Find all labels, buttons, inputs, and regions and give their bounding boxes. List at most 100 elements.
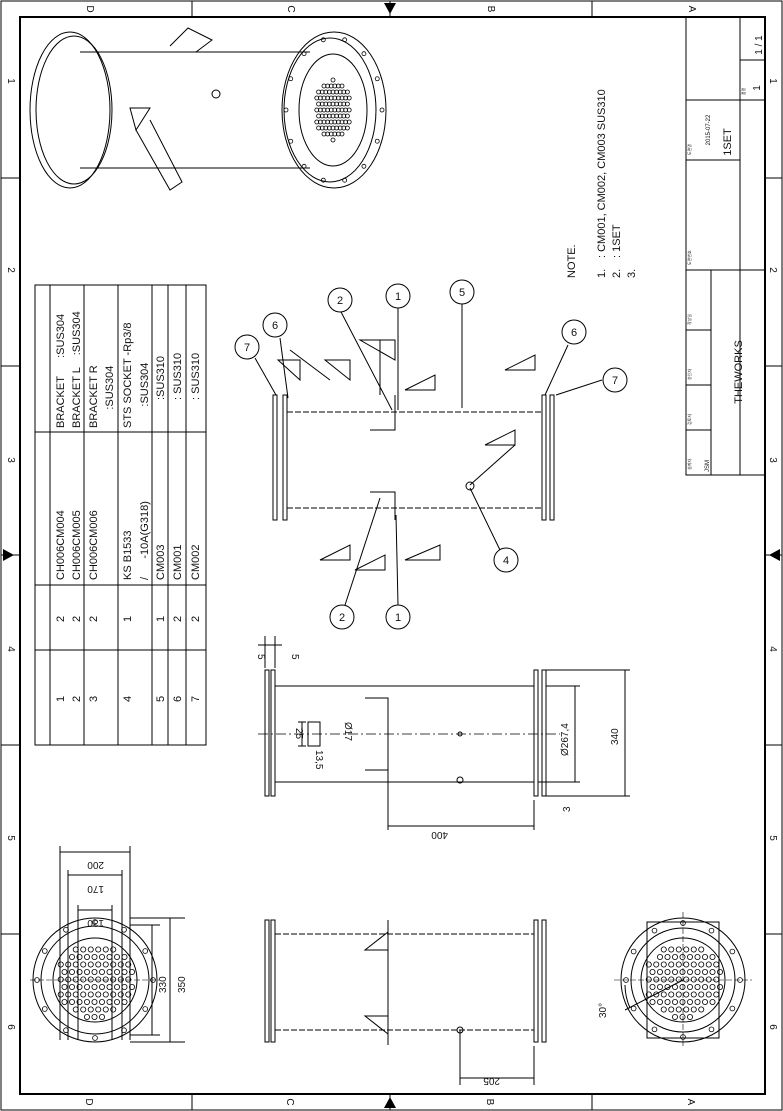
- tube-hole: [114, 984, 121, 991]
- tube-hole: [672, 1014, 679, 1021]
- tube-hole: [95, 1006, 102, 1013]
- tube-hole: [694, 999, 701, 1006]
- tube-hole: [87, 1006, 94, 1013]
- bom-row-1-code: CH006CM004: [55, 510, 67, 580]
- bolt-hole: [301, 51, 307, 57]
- balloon-1-top: [385, 283, 411, 309]
- zone-number-left-1: 1: [5, 78, 16, 84]
- bom-row-2-desc: BRACKET L :SUS304: [71, 311, 83, 428]
- side-view-dimension-text: 5 5 25 13,5 Ø17 Ø267,4 340 3 400: [255, 654, 621, 840]
- bom-row-7-qty: 2: [190, 616, 202, 622]
- tube-hole: [709, 969, 716, 976]
- balloon-4: [493, 547, 519, 573]
- tube-hole: [660, 991, 667, 998]
- bom-row-3-desc-line2: :SUS304: [104, 366, 116, 428]
- tube-hole: [95, 946, 102, 953]
- tube-hole: [664, 969, 671, 976]
- balloon-2-bottom: [329, 604, 355, 630]
- tube-hole: [110, 961, 117, 968]
- title-role-drawing-no: 도면번호: [686, 250, 692, 265]
- tube-hole: [61, 984, 68, 991]
- tube-hole: [653, 991, 660, 998]
- balloon-1-bottom: [385, 604, 411, 630]
- tube-hole: [319, 89, 325, 95]
- balloon-7-left: [234, 334, 260, 360]
- zone-number-right-3: 3: [767, 457, 778, 463]
- tube-hole: [683, 961, 690, 968]
- tube-hole: [80, 991, 87, 998]
- tube-hole: [102, 946, 109, 953]
- tube-hole: [657, 984, 664, 991]
- title-role-designer: 설계자: [686, 459, 692, 470]
- bolt-hole: [301, 163, 307, 169]
- tube-hole: [125, 991, 132, 998]
- dim-length: 400: [431, 829, 448, 840]
- bom-row-2-code: CH006CM005: [71, 510, 83, 580]
- tube-hole: [69, 969, 76, 976]
- tube-hole: [114, 954, 121, 961]
- tube-hole: [346, 107, 352, 113]
- balloon-6-left-label: 6: [272, 320, 278, 332]
- tube-hole: [683, 1006, 690, 1013]
- tube-hole: [117, 961, 124, 968]
- tube-hole: [672, 954, 679, 961]
- section-view: [254, 304, 603, 606]
- note-1-text: : CM001, CM002, CM003 SUS310: [596, 89, 608, 258]
- tube-hole: [702, 999, 709, 1006]
- tube-hole: [698, 1006, 705, 1013]
- bolt-hole: [361, 163, 367, 169]
- tube-hole: [702, 984, 709, 991]
- balloon-2-top-label: 2: [337, 295, 343, 307]
- tube-hole: [344, 101, 350, 107]
- dim-socket-height: 25: [293, 728, 304, 740]
- zone-number-left-6: 6: [5, 1024, 16, 1030]
- note-2-text: : 1SET: [611, 224, 623, 258]
- tube-hole: [128, 969, 135, 976]
- bom-row-3-desc-line1: BRACKET R: [88, 365, 100, 428]
- bom-row-4-code-line1: KS B1533: [122, 530, 134, 580]
- tube-hole: [664, 984, 671, 991]
- tube-hole: [690, 991, 697, 998]
- tube-hole: [687, 999, 694, 1006]
- bolt-hole: [121, 1027, 127, 1034]
- tube-hole: [69, 999, 76, 1006]
- tube-hole: [72, 946, 79, 953]
- tube-hole: [717, 984, 724, 991]
- tube-hole: [84, 954, 91, 961]
- tube-hole: [687, 1014, 694, 1021]
- bolt-hole: [374, 138, 380, 144]
- isometric-view: [29, 27, 387, 191]
- title-drafter: JSM: [705, 460, 711, 472]
- tube-hole: [687, 969, 694, 976]
- tube-hole: [679, 969, 686, 976]
- bolt-hole: [630, 948, 637, 955]
- title-quantity: 1SET: [722, 128, 734, 156]
- tube-hole: [653, 961, 660, 968]
- note-1-number: 1.: [596, 269, 608, 278]
- bom-table: 1 2 CH006CM004 BRACKET :SUS304 2 2 CH006…: [34, 284, 207, 746]
- bolt-hole: [708, 927, 715, 934]
- tube-hole: [125, 961, 132, 968]
- tube-hole: [660, 976, 667, 983]
- tube-hole: [95, 991, 102, 998]
- tube-hole: [649, 969, 656, 976]
- bom-row-6-code: CM001: [172, 545, 184, 580]
- tube-hole: [65, 991, 72, 998]
- tube-hole: [328, 131, 334, 137]
- zone-letter-top-2: C: [285, 5, 296, 12]
- bolt-hole: [680, 920, 686, 926]
- title-sheet-of: 1 / 1: [754, 35, 765, 55]
- tube-hole: [687, 954, 694, 961]
- tube-hole: [657, 999, 664, 1006]
- tube-hole: [99, 999, 106, 1006]
- tube-hole: [328, 83, 334, 89]
- bom-row-6-qty: 2: [172, 616, 184, 622]
- tube-hole: [679, 999, 686, 1006]
- balloon-4-label: 4: [503, 555, 509, 567]
- tube-hole: [319, 101, 325, 107]
- tube-hole: [99, 984, 106, 991]
- bolt-hole: [623, 977, 629, 983]
- tube-hole: [672, 969, 679, 976]
- balloon-1-top-label: 1: [395, 291, 401, 303]
